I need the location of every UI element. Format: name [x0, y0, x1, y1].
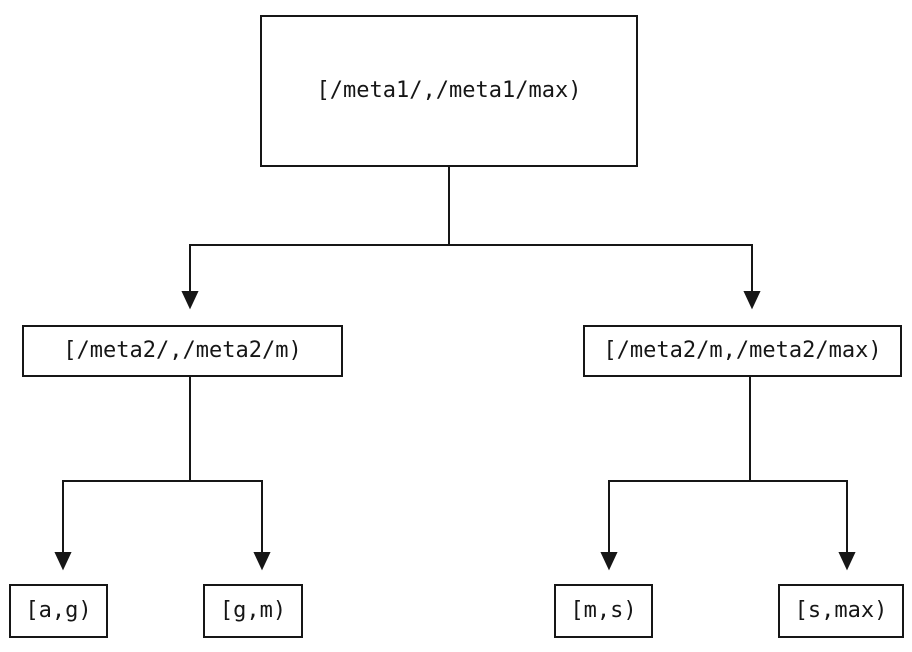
node-meta1-range: [/meta1/,/meta1/max)	[260, 15, 638, 167]
node-label: [m,s)	[570, 598, 637, 623]
node-label: [s,max)	[794, 598, 888, 623]
edge-right-to-leaves	[600, 377, 856, 571]
node-meta2-upper-range: [/meta2/m,/meta2/max)	[583, 325, 902, 377]
arrowhead-leaf-d	[838, 552, 856, 571]
node-label: [a,g)	[25, 598, 92, 623]
node-label: [/meta2/,/meta2/m)	[63, 338, 302, 363]
edge-root-to-level2	[181, 167, 761, 310]
node-leaf-a-g: [a,g)	[9, 584, 108, 638]
node-label: [/meta1/,/meta1/max)	[316, 78, 582, 103]
node-meta2-lower-range: [/meta2/,/meta2/m)	[22, 325, 343, 377]
node-label: [g,m)	[219, 598, 287, 623]
arrowhead-leaf-b	[253, 552, 271, 571]
node-label: [/meta2/m,/meta2/max)	[603, 338, 882, 363]
arrowhead-leaf-c	[600, 552, 618, 571]
node-leaf-g-m: [g,m)	[203, 584, 303, 638]
arrowhead-leaf-a	[54, 552, 72, 571]
arrowhead-right	[743, 291, 761, 310]
node-leaf-m-s: [m,s)	[554, 584, 653, 638]
edge-left-to-leaves	[54, 377, 271, 571]
node-leaf-s-max: [s,max)	[778, 584, 904, 638]
arrowhead-left	[181, 291, 199, 310]
